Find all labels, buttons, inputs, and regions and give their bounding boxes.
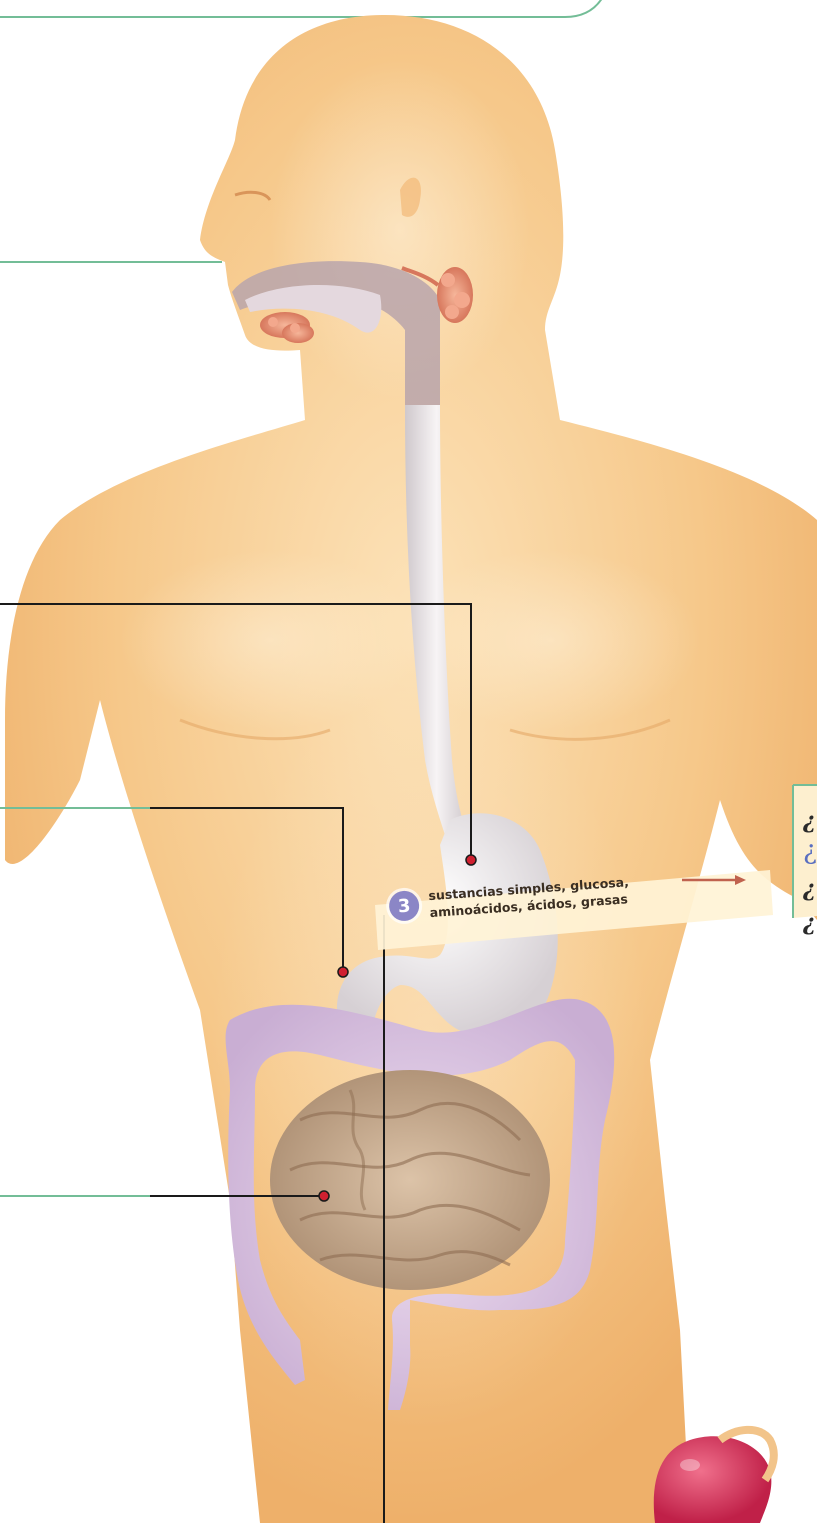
side-question-glyph-4: ¿ (803, 910, 816, 936)
side-question-glyph-1: ¿ (803, 808, 816, 834)
step-number-badge: 3 (388, 890, 420, 922)
pointer-dot-stomach (466, 855, 476, 865)
pointer-dot-duodenum (338, 967, 348, 977)
side-question-glyph-2: ¿ (803, 836, 817, 866)
label-box-outline (0, 0, 604, 17)
human-body-silhouette (5, 15, 817, 1523)
side-question-glyph-3: ¿ (803, 876, 816, 902)
pointer-dot-small-intestine (319, 1191, 329, 1201)
small-intestine (270, 1070, 550, 1290)
